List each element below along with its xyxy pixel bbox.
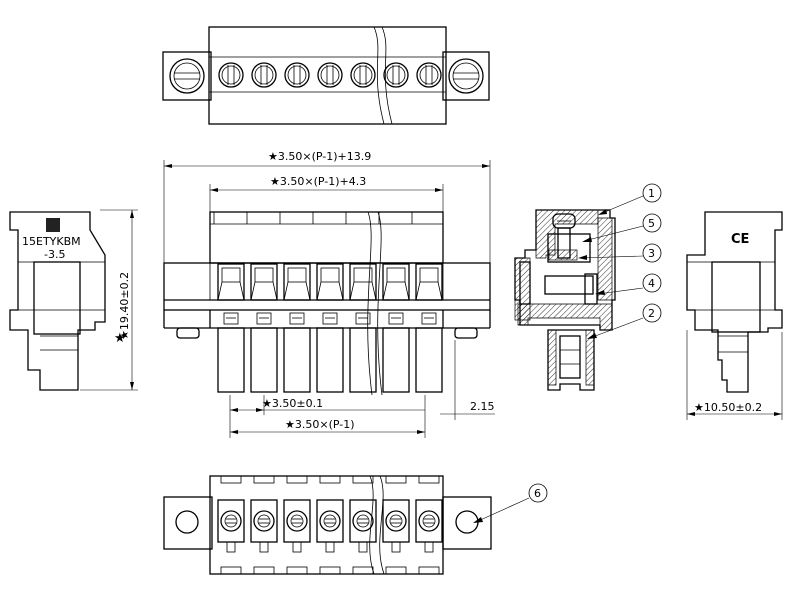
- left-side-view: 15ETYKBM -3.5 ★19.40±0.2: [9, 209, 138, 391]
- contact-pin: [349, 327, 377, 393]
- right-mount-screw: [448, 58, 484, 94]
- pitch-dimension: ★3.50±0.1: [262, 397, 323, 410]
- contact-pin: [217, 327, 245, 393]
- callout-5: 5: [582, 213, 662, 242]
- part-code: 15ETYKBM: [22, 235, 81, 248]
- section-view: [514, 209, 616, 391]
- left-mount-hole: [175, 510, 199, 534]
- bottom-terminal: [382, 475, 410, 575]
- bottom-terminal: [349, 475, 377, 575]
- callout-4: 4: [595, 273, 662, 295]
- callout-2: 2: [587, 303, 662, 339]
- terminal-window: [415, 263, 443, 325]
- top-screw: [284, 62, 310, 88]
- front-terminal-row: [217, 263, 443, 325]
- callout-3: 3: [578, 243, 662, 263]
- terminal-window: [382, 263, 410, 325]
- contact-pin: [382, 327, 410, 393]
- svg-text:1: 1: [648, 187, 655, 200]
- contact-pin: [283, 327, 311, 393]
- bottom-terminal-row: [217, 475, 443, 575]
- callout-1: 1: [598, 183, 662, 215]
- label-marking: [46, 218, 60, 232]
- bottom-terminal: [415, 475, 443, 575]
- top-screw: [416, 62, 442, 88]
- right-side-view: CE ★10.50±0.2: [686, 211, 783, 420]
- part-suffix: -3.5: [44, 248, 65, 261]
- top-screw: [317, 62, 343, 88]
- bottom-terminal: [217, 475, 245, 575]
- callout-6: 6: [473, 483, 548, 523]
- depth-dimension: ★10.50±0.2: [694, 401, 762, 414]
- terminal-window: [250, 263, 278, 325]
- callouts: 1 5 3 4 2 6: [473, 183, 662, 523]
- top-screw-row: [218, 62, 442, 88]
- ce-mark: CE: [731, 232, 749, 247]
- top-screw: [251, 62, 277, 88]
- terminal-window: [349, 263, 377, 325]
- front-pin-row: [217, 327, 443, 393]
- svg-text:6: 6: [534, 487, 541, 500]
- svg-text:4: 4: [648, 277, 655, 290]
- inner-width-dimension: ★3.50×(P-1)+4.3: [270, 175, 366, 188]
- svg-text:5: 5: [648, 217, 655, 230]
- bottom-view: [163, 475, 492, 575]
- height-star-marker: ★: [114, 331, 126, 346]
- pitch-span-dimension: ★3.50×(P-1): [285, 418, 355, 431]
- terminal-window: [316, 263, 344, 325]
- front-view: ★3.50×(P-1)+13.9 ★3.50×(P-1)+4.3: [163, 150, 495, 438]
- left-mount-screw: [169, 58, 205, 94]
- top-screw: [218, 62, 244, 88]
- overall-width-dimension: ★3.50×(P-1)+13.9: [268, 150, 371, 163]
- svg-text:2: 2: [648, 307, 655, 320]
- terminal-window: [217, 263, 245, 325]
- top-screw: [383, 62, 409, 88]
- contact-pin: [250, 327, 278, 393]
- bottom-terminal: [316, 475, 344, 575]
- top-screw: [350, 62, 376, 88]
- top-view: [162, 26, 490, 125]
- svg-text:3: 3: [648, 247, 655, 260]
- contact-pin: [316, 327, 344, 393]
- height-dimension: ★19.40±0.2: [118, 272, 131, 340]
- bottom-terminal: [283, 475, 311, 575]
- contact-pin: [415, 327, 443, 393]
- bottom-terminal: [250, 475, 278, 575]
- terminal-window: [283, 263, 311, 325]
- front-top-slots: [213, 212, 413, 224]
- offset-dimension: 2.15: [470, 400, 495, 413]
